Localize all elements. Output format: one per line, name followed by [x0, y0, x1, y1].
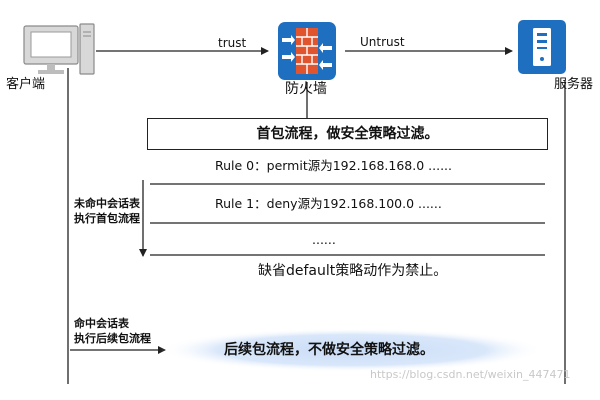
rule-ellipsis: ...... — [312, 232, 336, 247]
untrust-label: Untrust — [360, 35, 405, 49]
hit-session-label-1: 命中会话表 — [74, 317, 129, 330]
client-computer-icon — [23, 23, 95, 75]
rule-1: Rule 1：deny源为192.168.100.0 ...... — [215, 196, 442, 211]
first-packet-box: 首包流程，做安全策略过滤。 — [147, 118, 548, 150]
rule-0: Rule 0：permit源为192.168.168.0 ...... — [215, 158, 452, 173]
server-icon — [518, 20, 566, 74]
firewall-label: 防火墙 — [285, 81, 327, 97]
subsequent-packet-text: 后续包流程，不做安全策略过滤。 — [224, 342, 434, 358]
miss-session-label-1: 未命中会话表 — [74, 197, 140, 210]
default-policy: 缺省default策略动作为禁止。 — [258, 263, 448, 279]
client-label: 客户端 — [6, 77, 46, 92]
server-label: 服务器 — [554, 77, 594, 92]
trust-label: trust — [218, 36, 247, 50]
first-packet-text: 首包流程，做安全策略过滤。 — [256, 126, 439, 142]
miss-session-label-2: 执行首包流程 — [74, 212, 140, 225]
watermark-text: https://blog.csdn.net/weixin_447471 — [370, 368, 571, 381]
hit-session-label-2: 执行后续包流程 — [74, 332, 151, 345]
subsequent-packet-ellipse — [160, 328, 544, 372]
firewall-icon — [278, 22, 336, 80]
